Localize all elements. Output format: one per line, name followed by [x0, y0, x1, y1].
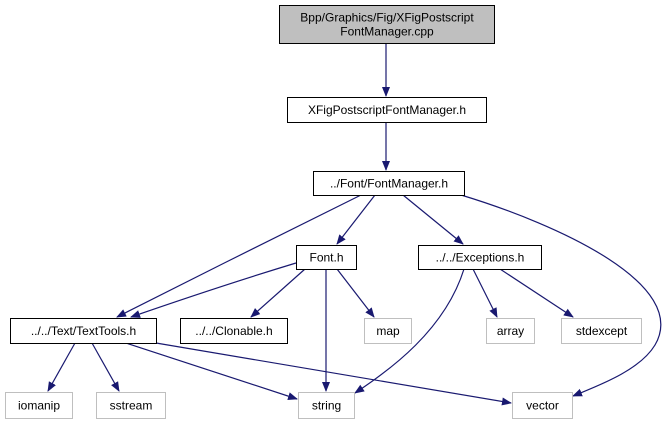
node-label: Font.h	[309, 251, 343, 265]
node-box	[512, 392, 573, 419]
node-box	[5, 392, 73, 419]
node-label: sstream	[110, 399, 153, 413]
node-box	[180, 318, 288, 344]
node-box	[10, 318, 157, 344]
node-box	[298, 392, 355, 419]
node-iomanip: iomanip	[5, 392, 73, 419]
node-box	[313, 171, 465, 196]
node-label: ../../Exceptions.h	[436, 251, 525, 265]
edge-exceptions-h-to-string	[354, 268, 465, 394]
node-root[interactable]: Bpp/Graphics/Fig/XFigPostscriptFontManag…	[279, 5, 495, 44]
edge-texttools-h-to-vector	[155, 342, 512, 406]
node-box	[486, 318, 535, 344]
node-box	[96, 392, 166, 419]
edge-exceptions-h-to-stdexcept	[499, 268, 574, 318]
node-clonable-h[interactable]: ../../Clonable.h	[180, 318, 288, 344]
edge-fontmanager-h-to-exceptions-h	[402, 194, 464, 245]
node-label: stdexcept	[576, 324, 628, 338]
node-stdexcept: stdexcept	[561, 318, 642, 344]
node-label: Bpp/Graphics/Fig/XFigPostscript	[300, 11, 474, 25]
edge-font-h-to-texttools-h	[130, 262, 297, 318]
node-array: array	[486, 318, 535, 344]
edge-exceptions-h-to-array	[472, 268, 498, 318]
node-exceptions-h[interactable]: ../../Exceptions.h	[418, 245, 542, 270]
node-font-h[interactable]: Font.h	[296, 245, 357, 270]
edge-texttools-h-to-iomanip	[47, 342, 76, 392]
node-label: string	[312, 399, 341, 413]
node-vector: vector	[512, 392, 573, 419]
node-box	[561, 318, 642, 344]
node-label: vector	[526, 399, 559, 413]
node-box	[287, 97, 487, 123]
node-xfig-h[interactable]: XFigPostscriptFontManager.h	[287, 97, 487, 123]
node-label: ../../Clonable.h	[195, 324, 272, 338]
edge-texttools-h-to-sstream	[91, 342, 120, 392]
node-box	[279, 5, 495, 44]
node-box	[418, 245, 542, 270]
node-map: map	[364, 318, 412, 344]
node-box	[364, 318, 412, 344]
node-label: ../Font/FontManager.h	[330, 177, 448, 191]
edge-font-h-to-clonable-h	[250, 268, 306, 318]
node-label: iomanip	[18, 399, 60, 413]
edge-font-h-to-map	[336, 268, 375, 318]
edge-fontmanager-h-to-texttools-h	[116, 194, 362, 318]
node-box	[296, 245, 357, 270]
edge-fontmanager-h-to-vector	[460, 194, 662, 397]
nodes: Bpp/Graphics/Fig/XFigPostscriptFontManag…	[5, 5, 642, 419]
node-label: XFigPostscriptFontManager.h	[308, 103, 466, 117]
node-fontmanager-h[interactable]: ../Font/FontManager.h	[313, 171, 465, 196]
edges	[47, 43, 662, 406]
node-string: string	[298, 392, 355, 419]
node-label: FontManager.cpp	[340, 25, 434, 39]
node-label: map	[376, 324, 400, 338]
node-sstream: sstream	[96, 392, 166, 419]
node-label: ../../Text/TextTools.h	[31, 324, 136, 338]
node-label: array	[497, 324, 524, 338]
edge-fontmanager-h-to-font-h	[336, 194, 376, 245]
node-texttools-h[interactable]: ../../Text/TextTools.h	[10, 318, 157, 344]
edge-texttools-h-to-string	[125, 342, 298, 401]
